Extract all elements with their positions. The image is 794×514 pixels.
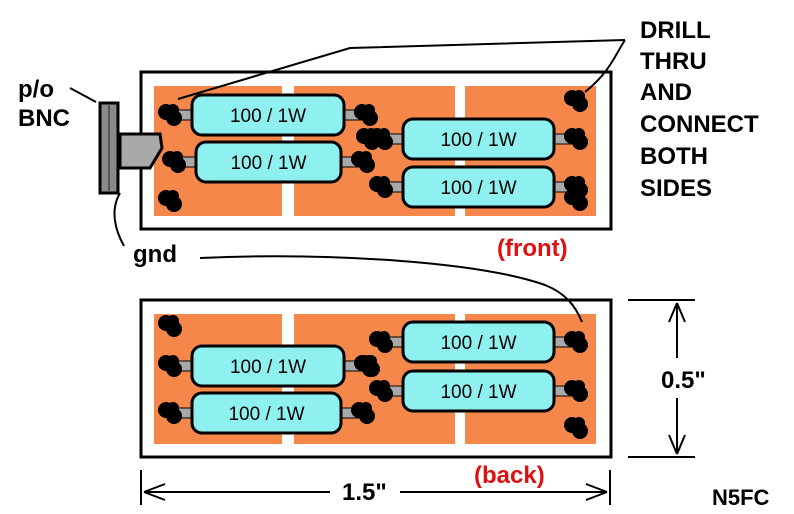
drill-note: DRILL THRU AND CONNECT BOTH SIDES: [640, 17, 759, 202]
bnc-leader-line: [69, 87, 97, 103]
back-solder-joint: [356, 355, 380, 377]
front-resistor-1: 100 / 1W: [169, 93, 367, 137]
height-dimension-label: 0.5": [661, 367, 706, 394]
solder-joint: [158, 402, 182, 424]
front-resistor-3: 100 / 1W: [380, 117, 577, 161]
resistor-value-label: 100 / 1W: [440, 130, 516, 151]
solder-joint: [564, 331, 588, 353]
front-drill-hole: [564, 189, 588, 211]
drill-leader-line-1: [177, 39, 626, 100]
bnc-connector: [69, 87, 164, 247]
solder-joint: [162, 151, 186, 173]
resistor-value-label: 100 / 1W: [230, 153, 306, 174]
resistor-value-label: 100 / 1W: [228, 404, 304, 425]
front-drill-hole: [158, 190, 182, 212]
resistor-value-label: 100 / 1W: [440, 382, 516, 403]
back-label: (back): [474, 462, 545, 489]
resistor-value-label: 100 / 1W: [230, 106, 306, 127]
drill-note-line-1: DRILL: [640, 17, 711, 44]
front-label: (front): [497, 235, 568, 262]
front-solder-joint: [356, 128, 380, 150]
front-resistor-2: 100 / 1W: [173, 140, 364, 184]
bnc-label-line1: p/o: [18, 76, 54, 103]
drill-note-line-5: BOTH: [640, 143, 708, 170]
back-resistor-4: 100 / 1W: [169, 391, 364, 435]
solder-joint: [369, 176, 393, 198]
resistor-value-label: 100 / 1W: [230, 357, 306, 378]
solder-joint: [351, 402, 375, 424]
width-dimension: [140, 470, 611, 505]
solder-joint: [158, 104, 182, 126]
drill-note-line-2: THRU: [640, 48, 707, 75]
back-drill-hole: [158, 315, 182, 337]
back-drill-hole: [564, 417, 588, 439]
solder-joint: [354, 104, 378, 126]
front-resistor-4: 100 / 1W: [380, 165, 577, 209]
gnd-jumper-wire: [199, 255, 583, 323]
callsign-label: N5FC: [712, 485, 770, 510]
drill-note-line-6: SIDES: [640, 175, 712, 202]
drill-note-line-4: CONNECT: [640, 111, 759, 138]
drill-leader-line-2: [584, 39, 626, 93]
bnc-label-line2: BNC: [18, 105, 70, 132]
solder-joint: [369, 331, 393, 353]
gnd-label: gnd: [133, 241, 177, 268]
bnc-body: [118, 132, 164, 170]
back-resistor-1: 100 / 1W: [380, 320, 577, 364]
height-dimension: [628, 299, 695, 458]
solder-joint: [351, 151, 375, 173]
back-resistor-2: 100 / 1W: [380, 369, 577, 413]
solder-joint: [158, 355, 182, 377]
width-dimension-label: 1.5": [342, 479, 387, 506]
gnd-wire: [113, 192, 125, 247]
resistor-value-label: 100 / 1W: [440, 333, 516, 354]
resistor-value-label: 100 / 1W: [440, 178, 516, 199]
front-drill-hole: [564, 90, 588, 112]
solder-joint: [369, 380, 393, 402]
solder-joint: [564, 380, 588, 402]
solder-joint: [564, 128, 588, 150]
back-resistor-3: 100 / 1W: [169, 344, 367, 388]
drill-note-line-3: AND: [640, 79, 692, 106]
